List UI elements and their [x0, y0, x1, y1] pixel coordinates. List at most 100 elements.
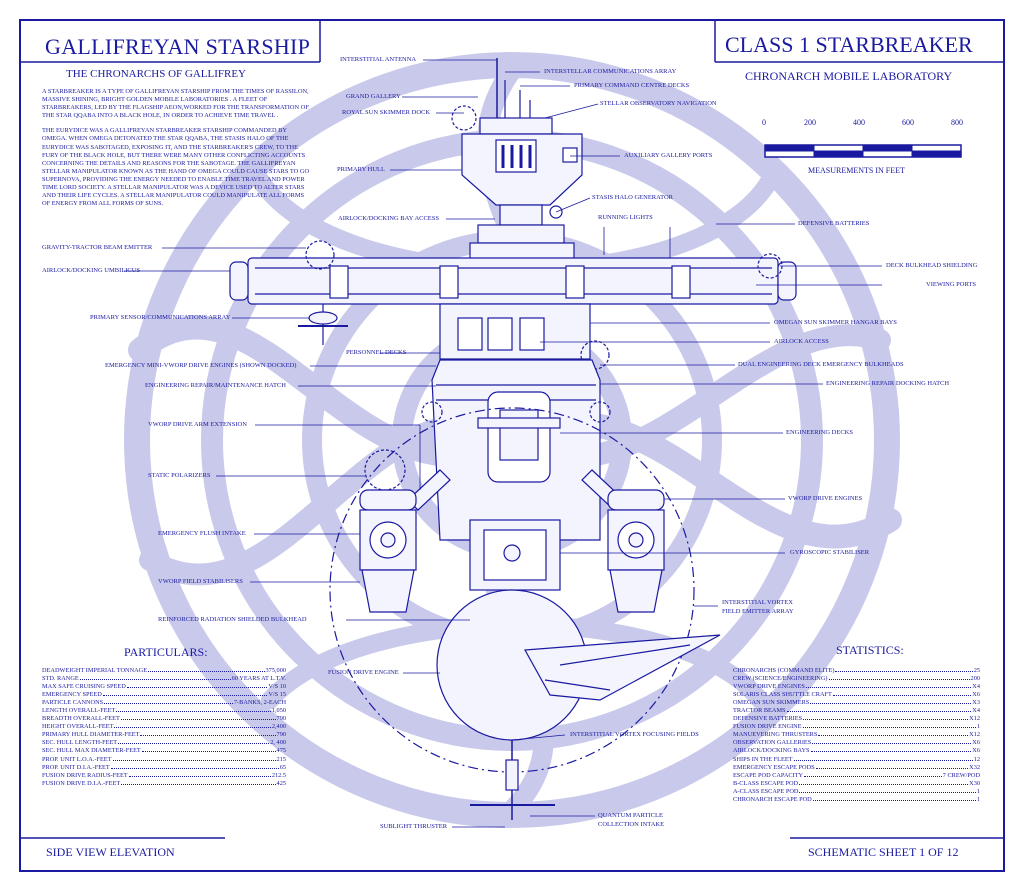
- callout-defensive-batteries: DEFENSIVE BATTERIES: [798, 220, 870, 227]
- dot-leader: [118, 743, 270, 745]
- dot-leader: [102, 695, 268, 697]
- scale-tick-600: 600: [902, 118, 914, 127]
- callout-dual-engineering: DUAL ENGINEERING DECK EMERGENCY BULKHEAD…: [738, 361, 904, 368]
- callout-engineering-docking-hatch: ENGINEERING REPAIR DOCKING HATCH: [826, 380, 950, 387]
- callout-viewing-ports: VIEWING PORTS: [926, 281, 976, 288]
- callout-gravity-tractor: GRAVITY-TRACTOR BEAM EMITTER: [42, 244, 153, 251]
- particulars-heading: PARTICULARS:: [124, 645, 208, 659]
- dot-leader: [79, 679, 231, 681]
- statistics-value: X4: [972, 683, 980, 691]
- statistics-label: SOLARIS CLASS SHUTTLE CRAFT: [733, 691, 832, 699]
- statistics-row: OMEGAN SUN SKIMMERS X3: [733, 699, 980, 707]
- statistics-label: ESCAPE POD CAPACITY: [733, 771, 804, 779]
- callout-sublight: SUBLIGHT THRUSTER: [380, 823, 448, 830]
- dot-leader: [835, 671, 973, 672]
- statistics-label: MANUEVERING THRUSTERS: [733, 731, 818, 739]
- statistics-label: B-CLASS ESCAPE POD: [733, 779, 799, 787]
- sheet-border: [19, 19, 1005, 872]
- intro-paragraph-1: A STARBREAKER IS A TYPE OF GALLIFREYAN S…: [42, 88, 309, 120]
- callout-engineering-repair-hatch: ENGINEERING REPAIR/MAINTENANCE HATCH: [145, 382, 286, 389]
- particulars-value: 375,000: [265, 667, 286, 674]
- dot-leader: [141, 751, 276, 753]
- footer-left: SIDE VIEW ELEVATION: [46, 845, 175, 859]
- callout-engineering-decks: ENGINEERING DECKS: [786, 429, 853, 436]
- callout-emergency-mini: EMERGENCY MINI-VWORP DRIVE ENGINES (SHOW…: [105, 362, 297, 369]
- scale-tick-200: 200: [804, 118, 816, 127]
- dot-leader: [810, 751, 972, 753]
- particulars-label: FUSION DRIVE D.I.A.-FEET: [42, 779, 121, 787]
- dot-leader: [120, 719, 276, 721]
- statistics-label: TRACTOR BEAMS: [733, 707, 786, 715]
- statistics-value: 200: [970, 675, 980, 683]
- scale-tick-0: 0: [762, 118, 766, 127]
- callout-stellar-observatory: STELLAR OBSERVATORY NAVIGATION: [600, 100, 717, 107]
- particulars-value: 2,400: [271, 723, 286, 731]
- particulars-value: 425: [276, 779, 286, 787]
- particulars-value: 790: [276, 715, 286, 723]
- callout-fusion-drive: FUSION DRIVE ENGINE: [328, 669, 399, 676]
- statistics-label: OBSERVATION GALLERIES: [733, 739, 812, 747]
- callout-collection-intake: COLLECTION INTAKE: [598, 821, 665, 828]
- statistics-value: 1: [976, 723, 980, 731]
- dot-leader: [799, 791, 976, 793]
- particulars-label: PROP. UNIT L.O.A.-FEET: [42, 755, 112, 763]
- dot-leader: [126, 687, 268, 689]
- particulars-row: DEADWEIGHT IMPERIAL TONNAGE 375,000: [42, 667, 286, 675]
- callout-interstitial-vortex: INTERSTITIAL VORTEX: [722, 599, 793, 606]
- statistics-value: X3: [972, 699, 980, 707]
- scale-tick-400: 400: [853, 118, 865, 127]
- dot-leader: [112, 759, 276, 761]
- callout-primary-hull: PRIMARY HULL: [337, 166, 385, 173]
- callout-personnel-decks: PERSONNEL DECKS: [346, 349, 407, 356]
- statistics-label: OMEGAN SUN SKIMMERS: [733, 699, 810, 707]
- statistics-row: VWORP DRIVE ENGINES X4: [733, 683, 980, 691]
- statistics-value: X30: [969, 779, 980, 787]
- dot-leader: [802, 727, 976, 729]
- callout-auxiliary-gallery: AUXILIARY GALLERY PORTS: [624, 152, 713, 159]
- particulars-value: 212.5: [271, 771, 286, 779]
- intro-text: A STARBREAKER IS A TYPE OF GALLIFREYAN S…: [42, 88, 310, 215]
- dot-leader: [812, 743, 972, 745]
- dot-leader: [148, 671, 265, 672]
- statistics-label: CHRONARCH ESCAPE POD: [733, 795, 812, 803]
- particulars-value: 215: [276, 755, 286, 763]
- dot-leader: [818, 735, 969, 737]
- dot-leader: [793, 759, 973, 761]
- callout-interstellar-comms: INTERSTELLAR COMMUNICATIONS ARRAY: [544, 68, 677, 75]
- particulars-label: PARTICLE CANNONS: [42, 699, 104, 707]
- dot-leader: [832, 695, 972, 697]
- callout-primary-sensor: PRIMARY SENSOR/COMMUNICATIONS ARRAY: [90, 314, 231, 321]
- callout-vworp-field: VWORP FIELD STABILISERS: [158, 578, 243, 585]
- particulars-value: V/S 15: [268, 691, 286, 699]
- particulars-label: FUSION DRIVE RADIUS-FEET: [42, 771, 128, 779]
- statistics-label: AIRLOCK/DOCKING BAYS: [733, 747, 810, 755]
- dot-leader: [114, 727, 271, 729]
- callout-primary-command: PRIMARY COMMAND CENTRE DECKS: [574, 82, 690, 89]
- dot-leader: [786, 711, 972, 713]
- callout-deck-bulkhead: DECK BULKHEAD SHIELDING: [886, 262, 978, 269]
- statistics-label: VWORP DRIVE ENGINES: [733, 683, 805, 691]
- callout-emergency-flush: EMERGENCY FLUSH INTAKE: [158, 530, 246, 537]
- statistics-value: 12: [973, 755, 980, 763]
- callout-static-polarizers: STATIC POLARIZERS: [148, 472, 211, 479]
- particulars-label: PROP. UNIT D.I.A.-FEET: [42, 763, 110, 771]
- dot-leader: [815, 767, 969, 769]
- callout-field-emitter: FIELD EMITTER ARRAY: [722, 608, 794, 615]
- intro-paragraph-2: THE EURYDICE WAS A GALLIFREYAN STARBREAK…: [42, 127, 310, 208]
- scale-tick-800: 800: [951, 118, 963, 127]
- particulars-label: DEADWEIGHT IMPERIAL TONNAGE: [42, 667, 148, 674]
